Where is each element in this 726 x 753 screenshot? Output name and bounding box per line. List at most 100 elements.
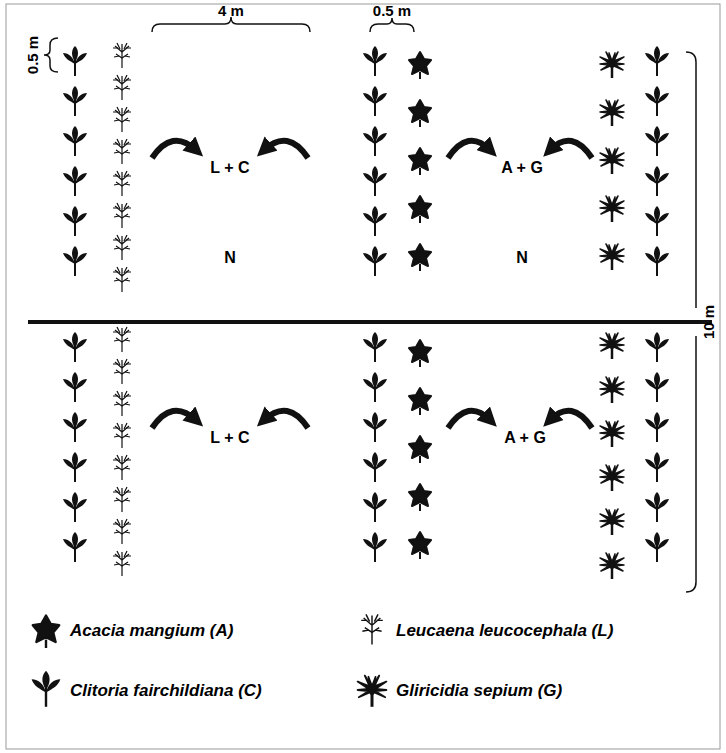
plant-symbol <box>600 509 624 535</box>
plant-symbol <box>600 100 624 126</box>
layout-label: N <box>224 250 236 266</box>
plant-symbol <box>113 139 131 164</box>
plant-symbol <box>363 492 387 522</box>
plant-symbol <box>63 46 87 76</box>
plant-symbol <box>600 553 624 579</box>
plant-symbol <box>63 206 87 236</box>
plant-symbol <box>645 246 669 276</box>
plant-symbol <box>63 86 87 116</box>
plant-symbol <box>113 235 131 260</box>
plant-symbol <box>113 455 131 480</box>
layout-label: 10 m <box>701 305 716 339</box>
layout-label: L + C <box>210 160 249 176</box>
curved-arrow <box>264 411 308 428</box>
plant-symbol <box>113 171 131 196</box>
plant-symbol <box>363 532 387 562</box>
layout-label: A + G <box>501 160 543 176</box>
layout-label: A + G <box>504 430 546 446</box>
plant-symbol <box>645 46 669 76</box>
plant-symbol <box>113 359 131 384</box>
plant-symbol <box>645 412 669 442</box>
plant-symbol <box>363 126 387 156</box>
plant-symbol <box>63 246 87 276</box>
layout-label: L + C <box>210 430 249 446</box>
plant-symbol <box>600 148 624 174</box>
layout-label: 0.5 m <box>25 36 40 74</box>
dimension-brace <box>370 18 414 32</box>
legend-symbol <box>358 676 387 707</box>
frame <box>6 4 720 749</box>
plant-symbol <box>645 532 669 562</box>
curved-arrow <box>448 411 490 428</box>
layout-label: 4 m <box>218 3 244 18</box>
plant-symbol <box>600 377 624 403</box>
plant-symbol <box>645 166 669 196</box>
plant-symbol <box>113 327 131 352</box>
plant-symbol <box>409 148 431 175</box>
plant-symbol <box>645 126 669 156</box>
legend-text: Leucaena leucocephala (L) <box>396 622 613 639</box>
layout-label: N <box>516 250 528 266</box>
plant-symbol <box>363 452 387 482</box>
plant-symbol <box>63 166 87 196</box>
plant-symbol <box>113 75 131 100</box>
plant-symbol <box>63 412 87 442</box>
plant-symbol <box>363 372 387 402</box>
legend-text: Clitoria fairchildiana (C) <box>70 682 262 699</box>
plant-symbol <box>63 452 87 482</box>
legend-text: Acacia mangium (A) <box>70 622 233 639</box>
curved-arrow <box>152 141 196 158</box>
dimension-brace <box>44 38 58 72</box>
plant-symbol <box>113 107 131 132</box>
curved-arrow <box>264 141 308 158</box>
plant-symbol <box>409 532 431 559</box>
plant-symbol <box>645 372 669 402</box>
curved-arrow <box>550 411 592 428</box>
plant-symbol <box>409 100 431 127</box>
plant-symbol <box>113 487 131 512</box>
plant-symbol <box>113 551 131 576</box>
plant-symbol <box>363 166 387 196</box>
plant-symbol <box>645 86 669 116</box>
plant-symbol <box>645 332 669 362</box>
plant-symbol <box>409 340 431 367</box>
plant-symbol <box>600 465 624 491</box>
plant-symbol <box>600 421 624 447</box>
plant-symbol <box>363 206 387 236</box>
plant-symbol <box>63 126 87 156</box>
plant-symbol <box>409 388 431 415</box>
plant-symbol <box>600 196 624 222</box>
divider-line <box>28 320 712 324</box>
plant-symbol <box>409 196 431 223</box>
plant-symbol <box>363 412 387 442</box>
plant-symbol <box>113 519 131 544</box>
legend-symbol <box>33 616 59 648</box>
curved-arrow <box>152 411 196 428</box>
plant-symbol <box>645 492 669 522</box>
plant-symbol <box>600 333 624 359</box>
plant-symbol <box>63 332 87 362</box>
plant-symbol <box>63 532 87 562</box>
plant-symbol <box>645 452 669 482</box>
plant-symbol <box>600 52 624 78</box>
plant-symbol <box>363 86 387 116</box>
plant-symbol <box>363 332 387 362</box>
plant-symbol <box>409 484 431 511</box>
plant-symbol <box>363 246 387 276</box>
curved-arrow <box>550 141 592 158</box>
legend-text: Gliricidia sepium (G) <box>396 682 562 699</box>
layout-label: 0.5 m <box>373 3 411 18</box>
plant-symbol <box>600 244 624 270</box>
plant-symbol <box>113 43 131 68</box>
plant-symbol <box>113 203 131 228</box>
curved-arrow <box>448 141 490 158</box>
plant-symbol <box>113 423 131 448</box>
plant-symbol <box>409 244 431 271</box>
legend-symbol <box>32 671 61 707</box>
plant-symbol <box>113 267 131 292</box>
plant-symbol <box>63 372 87 402</box>
plant-symbol <box>409 52 431 79</box>
plant-symbol <box>113 391 131 416</box>
legend-symbol <box>361 614 383 644</box>
